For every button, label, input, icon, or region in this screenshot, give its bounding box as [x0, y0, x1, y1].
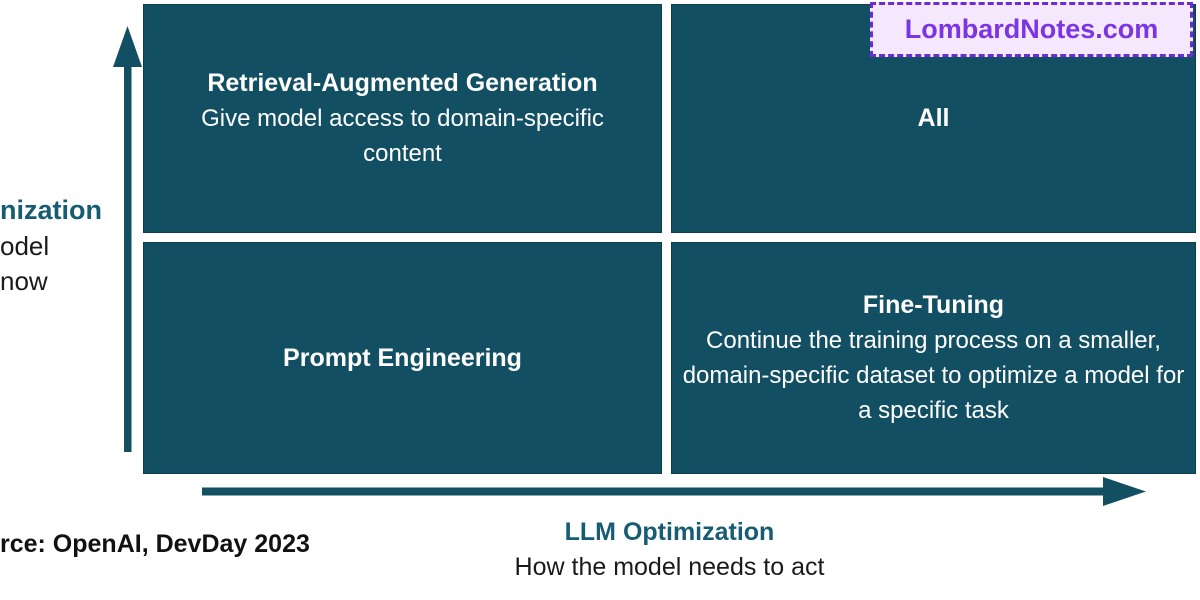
- quadrant-title: All: [917, 104, 950, 132]
- y-axis-description-fragment: odel: [0, 231, 50, 261]
- y-axis-arrow-icon: [113, 26, 142, 452]
- quadrant-title: Fine-Tuning: [862, 291, 1005, 319]
- quadrant-top-left-rag: Retrieval-Augmented Generation Give mode…: [143, 4, 662, 233]
- quadrant-description: Give model access to domain-specific con…: [201, 105, 604, 167]
- quadrant-bottom-left-prompt-engineering: Prompt Engineering: [143, 242, 662, 474]
- x-axis-arrow-icon: [202, 477, 1146, 506]
- quadrant-description: Continue the training process on a small…: [682, 327, 1185, 424]
- y-axis-label-fragment: nization: [0, 195, 102, 225]
- y-axis-description-fragment: now: [0, 266, 48, 296]
- source-attribution: rce: OpenAI, DevDay 2023: [0, 530, 310, 558]
- quadrant-grid: Retrieval-Augmented Generation Give mode…: [143, 4, 1196, 474]
- quadrant-title: Retrieval-Augmented Generation: [207, 69, 598, 97]
- x-axis-label: LLM Optimization: [564, 518, 775, 546]
- quadrant-title: Prompt Engineering: [283, 343, 522, 372]
- watermark-text: LombardNotes.com: [904, 14, 1159, 44]
- quadrant-bottom-right-fine-tuning: Fine-Tuning Continue the training proces…: [671, 242, 1196, 474]
- watermark-badge: LombardNotes.com: [870, 2, 1193, 57]
- x-axis-description: How the model needs to act: [514, 553, 825, 581]
